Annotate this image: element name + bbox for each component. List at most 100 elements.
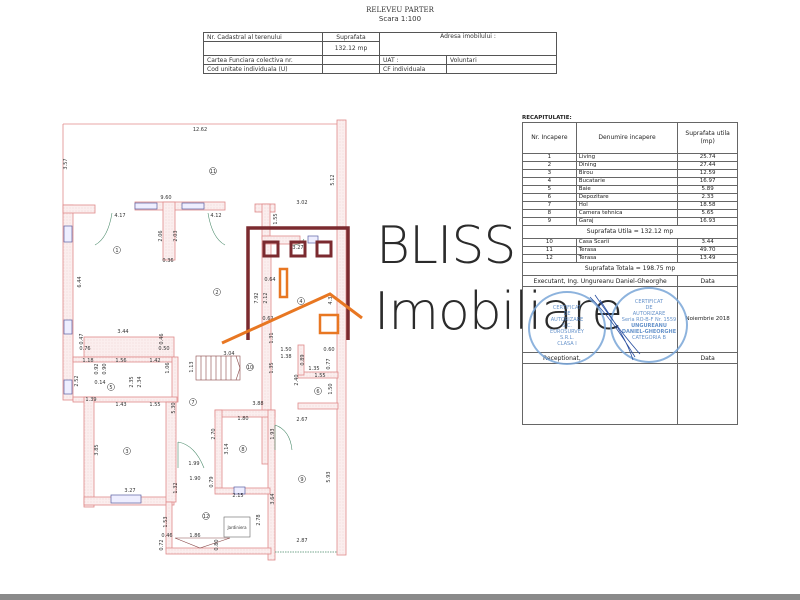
dimension-label: 0.90: [102, 363, 108, 374]
dimension-label: 1.43: [115, 402, 126, 408]
dimension-label: 12.62: [193, 127, 207, 133]
dimension-label: 5.30: [171, 402, 177, 413]
dimension-label: 0.36: [162, 258, 173, 264]
room-name: Birou: [575, 169, 679, 178]
dimension-label: 1.42: [149, 358, 160, 364]
dimension-label: 0.62: [262, 316, 273, 322]
dimension-label: 1.39: [85, 397, 96, 403]
room-name: Garaj: [575, 217, 679, 226]
room-marker-label: 3: [125, 449, 128, 455]
room-area: 5.89: [677, 185, 738, 194]
dimension-label: 2.35: [129, 376, 135, 387]
room-name: Casa Scarii: [575, 238, 679, 247]
room-marker-label: 2: [215, 290, 218, 296]
dimension-label: 0.92: [94, 363, 100, 374]
room-nr: 10: [522, 238, 577, 247]
dimension-label: 2.87: [296, 538, 307, 544]
dimension-label: 4.37: [328, 293, 334, 304]
room-nr: 8: [522, 209, 577, 218]
dimension-label: 0.46: [161, 533, 172, 539]
dimension-label: 0.60: [323, 347, 334, 353]
room-area: 2.33: [677, 193, 738, 202]
bottom-border: [0, 594, 800, 600]
dimension-label: 3.04: [223, 351, 234, 357]
dimension-label: 0.72: [159, 539, 165, 550]
dimension-label: 5.93: [326, 471, 332, 482]
room-marker-circle: [213, 288, 221, 296]
dimension-label: 0.80: [214, 539, 220, 550]
room-area: 25.74: [677, 153, 738, 162]
col-area-header: Suprafata utila (mp): [677, 122, 738, 154]
room-nr: 3: [522, 169, 577, 178]
room-marker-circle: [202, 512, 210, 520]
dimension-label: 0.50: [158, 346, 169, 352]
room-marker-circle: [246, 363, 254, 371]
room-name: Hol: [575, 201, 679, 210]
room-nr: 7: [522, 201, 577, 210]
dimension-label: 1.13: [189, 361, 195, 372]
room-marker-circle: [189, 398, 197, 406]
dimension-label: 9.60: [160, 195, 171, 201]
room-name: Baie: [575, 185, 679, 194]
dimension-label: 1.53: [163, 516, 169, 527]
col-nr-header: Nr. Incapere: [522, 122, 577, 154]
drawing-title: RELEVEU PARTER: [366, 6, 434, 14]
room-marker-circle: [298, 475, 306, 483]
room-marker-circle: [314, 387, 322, 395]
room-nr: 1: [522, 153, 577, 162]
date-label-2: Data: [677, 352, 738, 364]
room-name: Terasa: [575, 254, 679, 263]
dimension-label: 6.44: [77, 276, 83, 287]
dimension-label: 1.50: [328, 383, 334, 394]
room-marker-label: 7: [191, 400, 194, 406]
dimension-label: 2.15: [232, 493, 243, 499]
dimension-label: 0.47: [79, 333, 85, 344]
dimension-label: 5.12: [330, 174, 336, 185]
room-area: 5.65: [677, 209, 738, 218]
dimension-label: 1.55: [273, 213, 279, 224]
dimension-label: 3.57: [63, 158, 69, 169]
room-nr: 11: [522, 246, 577, 255]
recap-table: Nr. Incapere Denumire incapere Suprafata…: [521, 122, 738, 425]
room-area: 16.93: [677, 217, 738, 226]
dimension-label: 3.88: [252, 401, 263, 407]
dimension-label: 1.50: [280, 347, 291, 353]
dimension-label: 1.35: [269, 362, 275, 373]
room-marker-circle: [123, 447, 131, 455]
property-info-table: Nr. Cadastral al terenului Suprafata Adr…: [203, 32, 557, 74]
room-nr: 9: [522, 217, 577, 226]
dimension-label: 1.32: [173, 482, 179, 493]
dimension-label: 3.14: [224, 443, 230, 454]
room-name: Terasa: [575, 246, 679, 255]
room-marker-circle: [113, 246, 121, 254]
dimension-label: 1.18: [82, 358, 93, 364]
dimension-label: 2.78: [256, 514, 262, 525]
room-marker-label: 10: [247, 365, 253, 371]
dimension-label: 2.12: [263, 292, 269, 303]
dimension-label: 3.64: [270, 493, 276, 504]
room-marker-label: 11: [210, 169, 216, 175]
dimension-label: 4.12: [210, 213, 221, 219]
room-nr: 4: [522, 177, 577, 186]
room-nr: 12: [522, 254, 577, 263]
dimension-label: 1.90: [189, 476, 200, 482]
room-marker-label: 12: [203, 514, 209, 520]
recap-label: RECAPITULATIE:: [522, 115, 572, 121]
dimension-label: 1.80: [237, 416, 248, 422]
room-name: Depozitare: [575, 193, 679, 202]
room-area: 12.59: [677, 169, 738, 178]
dimension-label: 2.52: [74, 375, 80, 386]
room-marker-circle: [107, 383, 115, 391]
room-area: 18.58: [677, 201, 738, 210]
drawing-scale: Scara 1:100: [378, 15, 422, 23]
